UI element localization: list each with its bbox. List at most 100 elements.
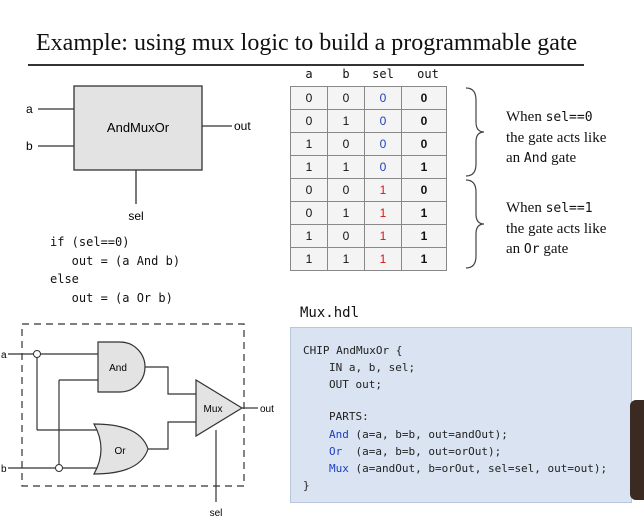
gate-name-label: AndMuxOr: [107, 120, 170, 135]
pseudo-line-4: out = (a Or b): [50, 290, 173, 305]
presenter-edge: [630, 400, 644, 500]
and-note-gate: And: [523, 151, 548, 166]
and-gate-label: And: [109, 363, 127, 374]
cell-b: 0: [327, 224, 365, 248]
or-note-line2: the gate acts like: [506, 221, 607, 237]
cell-a: 1: [290, 247, 328, 271]
junction-b: [55, 464, 63, 472]
page-title: Example: using mux logic to build a prog…: [36, 30, 578, 56]
or-gate: [92, 423, 149, 475]
cell-a: 0: [290, 201, 328, 225]
cell-out: 0: [401, 178, 447, 202]
cell-b: 1: [327, 155, 365, 179]
and-note: When sel==0 the gate acts like an And ga…: [506, 107, 606, 169]
or-note: When sel==1 the gate acts like an Or gat…: [506, 198, 606, 260]
junction-a: [33, 350, 41, 358]
circuit-b-label: b: [1, 464, 7, 475]
truth-header-out: out: [417, 67, 439, 81]
cell-sel: 1: [364, 224, 402, 248]
cell-a: 1: [290, 132, 328, 156]
cell-a: 0: [290, 86, 328, 110]
circuit-out-label: out: [260, 404, 274, 415]
or-note-code: sel==1: [545, 201, 593, 216]
pseudo-line-2: out = (a And b): [50, 253, 181, 268]
hdl-line-3: OUT out;: [329, 378, 382, 391]
pseudo-line-1: if (sel==0): [50, 235, 130, 249]
cell-a: 1: [290, 224, 328, 248]
hdl-line-4: PARTS:: [329, 410, 369, 423]
cell-sel: 0: [364, 86, 402, 110]
cell-out: 1: [401, 155, 447, 179]
cell-sel: 0: [364, 132, 402, 156]
circuit-boundary: [21, 323, 245, 487]
cell-a: 0: [290, 109, 328, 133]
or-gate-label: Or: [114, 446, 126, 457]
pseudo-line-3: else: [50, 272, 79, 286]
and-gate: [97, 341, 146, 393]
hdl-mux-args: (a=andOut, b=orOut, sel=sel, out=out);: [348, 462, 608, 475]
hdl-line-6: Or (a=a, b=b, out=orOut);: [329, 445, 501, 458]
and-note-post: gate: [547, 150, 577, 166]
or-note-pre: When: [506, 200, 546, 216]
hdl-mux-keyword: Mux: [329, 462, 349, 475]
cell-b: 0: [327, 86, 365, 110]
cell-out: 1: [401, 224, 447, 248]
or-note-post: gate: [539, 241, 569, 257]
cell-sel: 1: [364, 178, 402, 202]
cell-b: 1: [327, 109, 365, 133]
truth-header-a: a: [305, 67, 313, 81]
sel-label: sel: [128, 209, 143, 223]
cell-sel: 1: [364, 201, 402, 225]
hdl-filename: Mux.hdl: [300, 305, 360, 321]
and-note-line2: the gate acts like: [506, 130, 607, 146]
cell-out: 0: [401, 132, 447, 156]
and-note-an: an: [506, 150, 524, 166]
wire-and-to-mux: [140, 366, 196, 395]
cell-out: 1: [401, 201, 447, 225]
cell-b: 1: [327, 201, 365, 225]
mux-gate-label: Mux: [204, 404, 223, 415]
output-label: out: [234, 119, 251, 133]
gate-block: [73, 85, 203, 171]
hdl-or-keyword: Or: [329, 445, 343, 458]
cell-b: 0: [327, 178, 365, 202]
hdl-or-args: (a=a, b=b, out=orOut);: [342, 445, 502, 458]
cell-a: 1: [290, 155, 328, 179]
hdl-line-2: IN a, b, sel;: [329, 361, 416, 374]
cell-sel: 0: [364, 155, 402, 179]
mux-gate: [195, 378, 244, 438]
wire-or-to-mux: [146, 421, 196, 450]
hdl-line-7: Mux (a=andOut, b=orOut, sel=sel, out=out…: [329, 462, 607, 475]
hdl-and-keyword: And: [329, 428, 349, 441]
title-divider: [28, 64, 584, 66]
and-note-code: sel==0: [545, 110, 593, 125]
circuit-a-label: a: [1, 350, 7, 361]
hdl-code-box: CHIP AndMuxOr { IN a, b, sel; OUT out; P…: [290, 327, 632, 503]
or-note-an: an: [506, 241, 524, 257]
hdl-and-args: (a=a, b=b, out=andOut);: [348, 428, 508, 441]
cell-sel: 0: [364, 109, 402, 133]
cell-out: 1: [401, 247, 447, 271]
input-b-label: b: [26, 139, 33, 153]
circuit-diagram: And Or Mux a b out sel: [1, 323, 274, 519]
cell-out: 0: [401, 86, 447, 110]
hdl-line-5: And (a=a, b=b, out=andOut);: [329, 428, 508, 441]
truth-header-b: b: [342, 67, 350, 81]
and-note-pre: When: [506, 109, 546, 125]
pseudocode: if (sel==0) out = (a And b) else out = (a…: [50, 233, 180, 307]
circuit-sel-label: sel: [210, 508, 223, 519]
brace-sel1: [465, 179, 485, 269]
brace-sel0: [465, 87, 485, 177]
hdl-line-8: }: [303, 479, 310, 492]
braces: [465, 87, 485, 269]
truth-header-sel: sel: [372, 67, 394, 81]
cell-sel: 1: [364, 247, 402, 271]
